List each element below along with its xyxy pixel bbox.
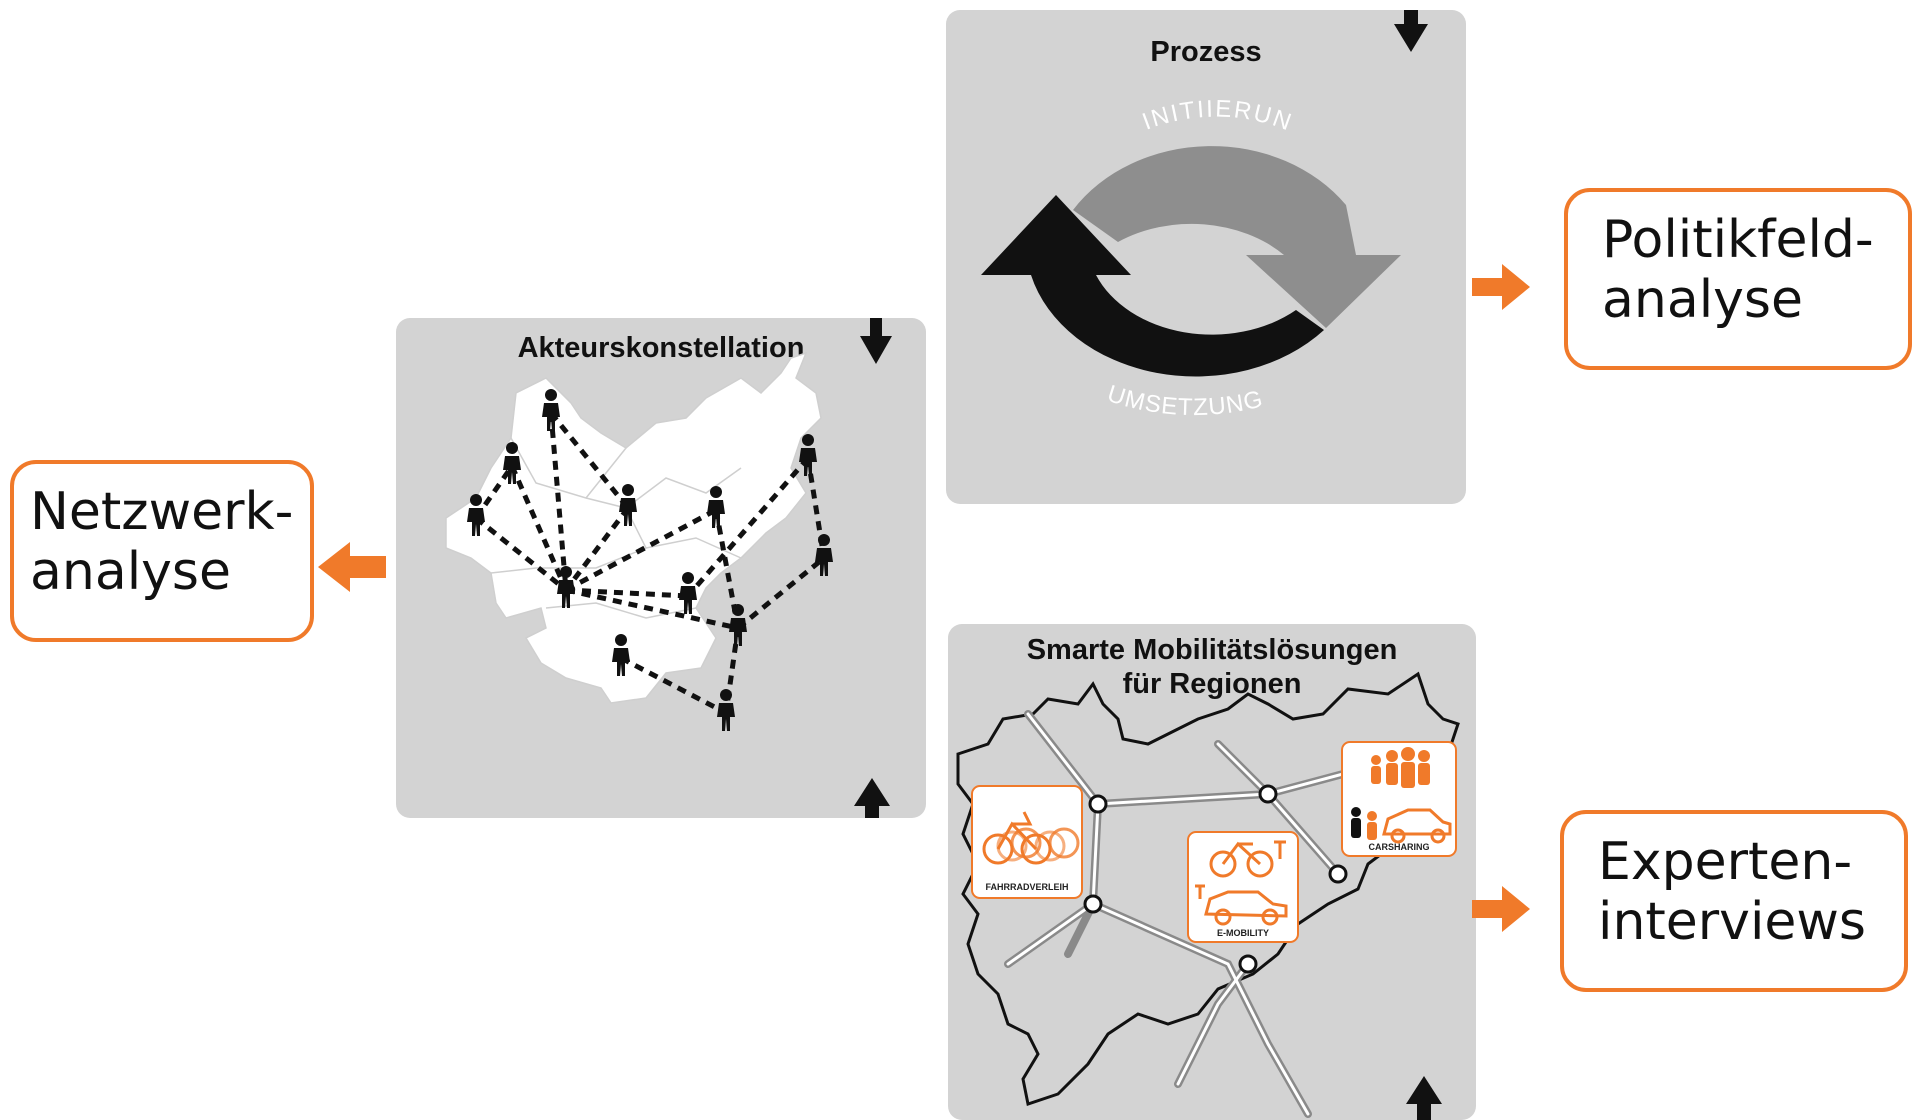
actor-person-icon [503,442,521,484]
cycle-gray-arc [1073,146,1401,328]
cycle-diagram: INITIIERUNG UMSETZUNG [946,10,1428,421]
arrow-right-icon [1472,886,1530,932]
politikfeld-line2: analyse [1602,270,1803,330]
bicycle-icon [982,811,1080,865]
actor-person-icon [799,434,817,476]
experten-line1: Experten- [1598,832,1853,892]
akteure-panel: Akteurskonstellation [396,318,926,818]
experten-line2: interviews [1598,892,1866,952]
emobility-tile: E-MOBILITY [1187,831,1299,943]
arrow-down-icon [860,318,892,364]
politikfeld-line1: Politikfeld- [1602,210,1874,270]
mobilitaet-title-line1: Smarte Mobilitätslösungen [1026,634,1398,666]
actor-network-map [445,351,833,731]
arrow-right-icon [1472,264,1530,310]
car-icon [1382,808,1452,844]
actor-person-icon [815,534,833,576]
actor-person-icon [707,486,725,528]
people-group-icon [1371,747,1430,788]
netzwerk-line2: analyse [30,542,231,602]
mobilitaet-panel: Smarte Mobilitätslösungen für Regionen [948,624,1476,1120]
road-nodes [1083,784,1348,974]
fahrradverleih-label: FAHRRADVERLEIH [985,882,1068,892]
person-key-icon [1351,807,1377,840]
region-map [445,351,822,704]
prozess-panel: Prozess INITIIERUNG UMSETZUNG [946,10,1466,504]
emobility-label: E-MOBILITY [1217,928,1269,938]
experteninterviews-box: Experten- interviews [1560,810,1908,992]
netzwerkanalyse-box: Netzwerk- analyse [10,460,314,642]
actor-person-icon [557,566,575,608]
actor-person-icon [619,484,637,526]
mobility-map: FAHRRADVERLEIH E-MOBILITY [956,671,1460,1118]
politikfeldanalyse-box: Politikfeld- analyse [1564,188,1912,370]
actor-person-icon [542,389,560,431]
mobilitaet-title-line2: für Regionen [1122,668,1302,700]
actor-person-icon [467,494,485,536]
initiierung-label: INITIIERUNG [946,10,1296,137]
carsharing-label: CARSHARING [1368,842,1429,852]
akteure-title: Akteurskonstellation [517,332,805,364]
prozess-title: Prozess [1150,36,1262,68]
arrow-up-icon [1406,1076,1442,1120]
arrow-left-icon [318,542,386,592]
cycle-black-arc [981,195,1324,377]
network-connections [473,411,827,716]
arrow-down-icon [1394,10,1428,52]
netzwerk-line1: Netzwerk- [30,482,294,542]
umsetzung-label: UMSETZUNG [1104,380,1266,421]
actor-person-icon [717,689,735,731]
actor-person-icon [729,604,747,646]
arrow-up-icon [854,778,890,818]
fahrradverleih-tile: FAHRRADVERLEIH [971,785,1083,899]
actor-person-icon [679,572,697,614]
carsharing-tile: CARSHARING [1341,741,1457,857]
actor-person-icon [612,634,630,676]
ebike-icon [1195,840,1288,926]
